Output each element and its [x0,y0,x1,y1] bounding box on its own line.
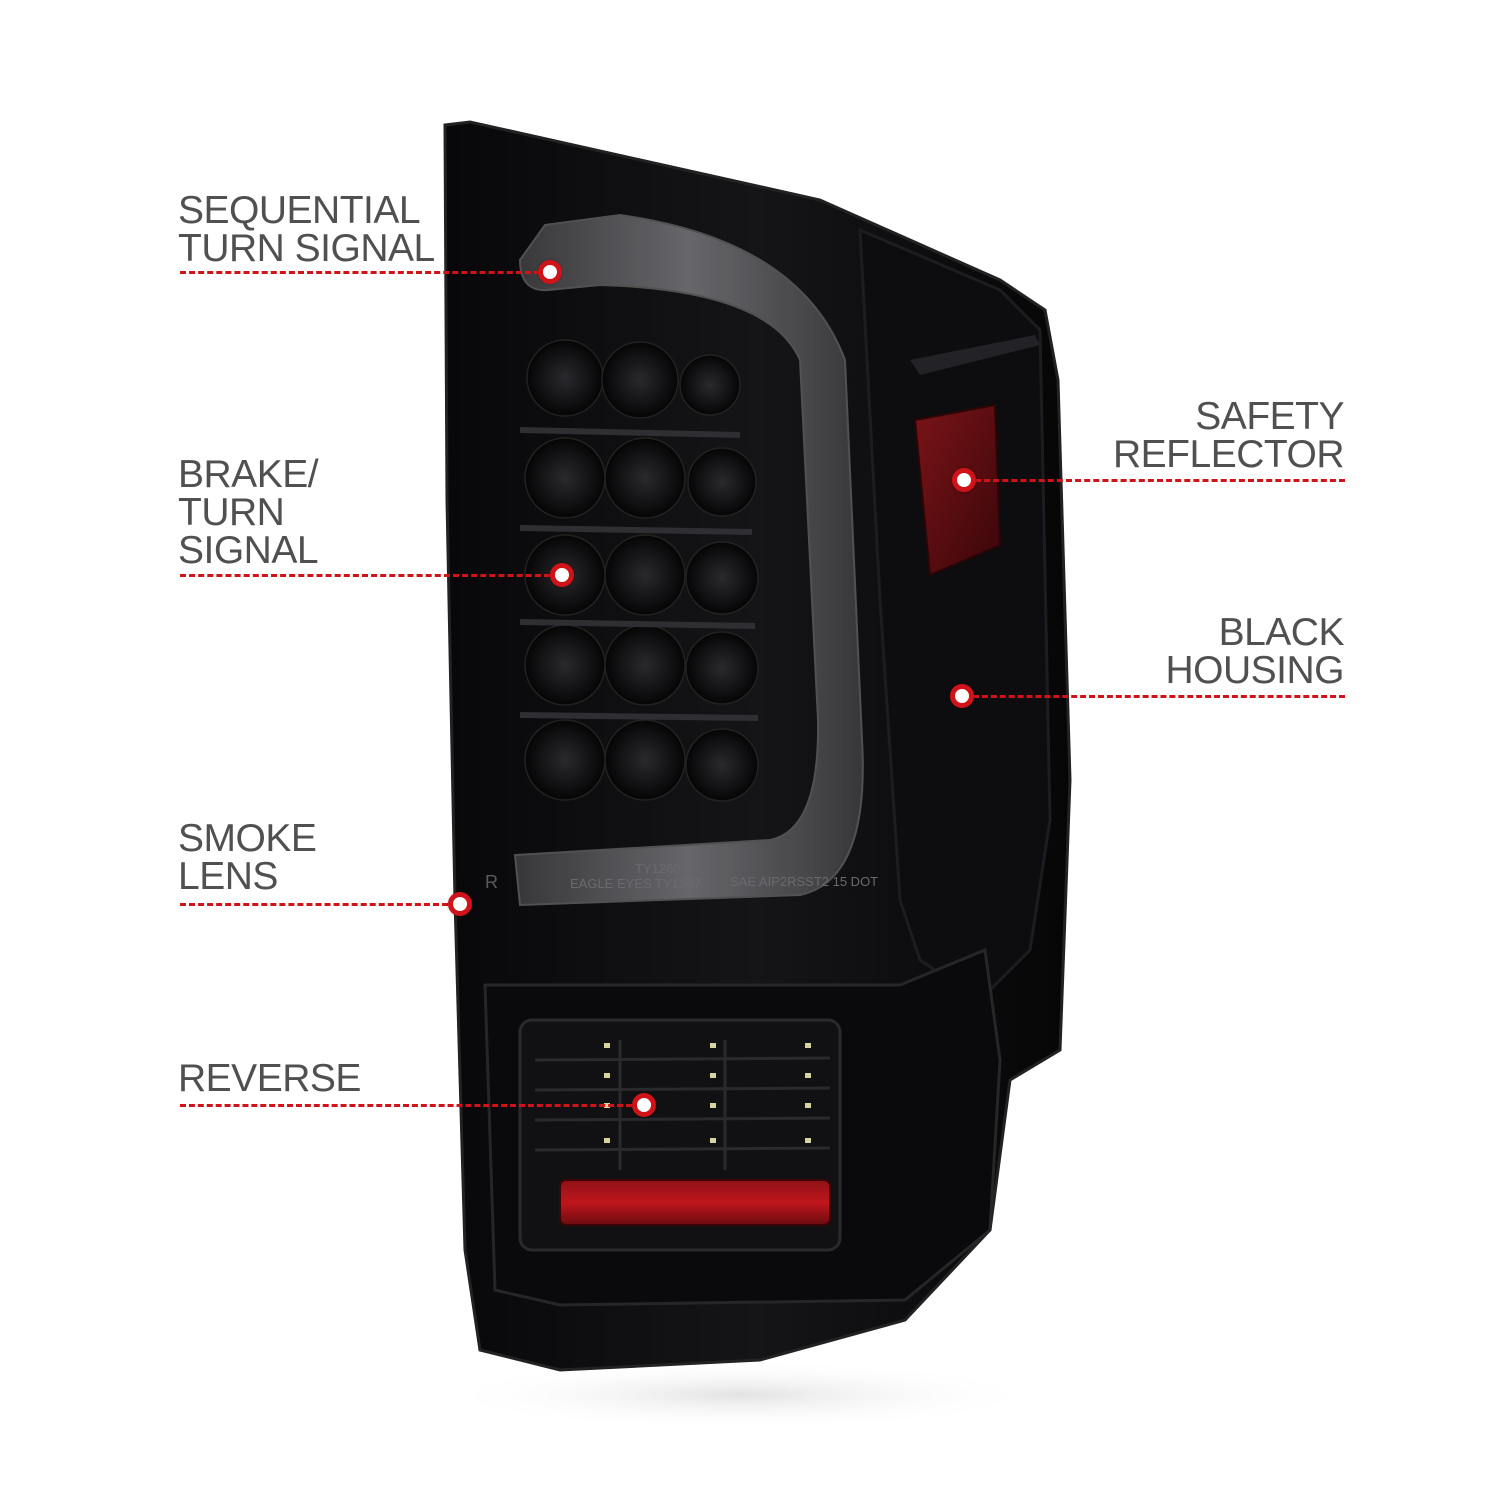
marker-smoke-lens [448,892,472,916]
lens-mark-r: R [485,872,498,892]
floor-shadow [440,1360,1040,1430]
label-reverse: REVERSE [178,1057,361,1100]
light-tube [513,213,864,907]
marker-reverse [632,1093,656,1117]
led-dividers [519,427,759,721]
leader-line-reflector [975,479,1345,482]
marker-brake-turn-signal [550,563,574,587]
reverse-leds [604,1043,811,1143]
leader-line-reverse [180,1104,632,1107]
lens-marking-1: TY1260 [635,861,681,876]
side-panel [858,227,1052,1002]
leader-line-smoke [180,903,448,906]
label-smoke-lens: SMOKE LENS [178,817,317,898]
lens-marking-3: SAE AIP2RSST2 15 DOT [730,874,878,889]
lens-marking-2: EAGLE EYES TY1307 [570,876,701,891]
leader-line-sequential [180,271,540,274]
leader-line-brake [180,574,550,577]
leader-line-housing [973,695,1345,698]
label-sequential-turn-signal: SEQUENTIAL TURN SIGNAL [178,189,435,270]
marker-sequential-turn-signal [538,260,562,284]
label-black-housing: BLACK HOUSING [1165,611,1344,692]
label-brake-turn-signal: BRAKE/ TURN SIGNAL [178,453,319,572]
red-light-strip [559,1179,831,1226]
marker-safety-reflector [952,468,976,492]
label-safety-reflector: SAFETY REFLECTOR [1113,395,1345,476]
marker-black-housing [950,684,974,708]
